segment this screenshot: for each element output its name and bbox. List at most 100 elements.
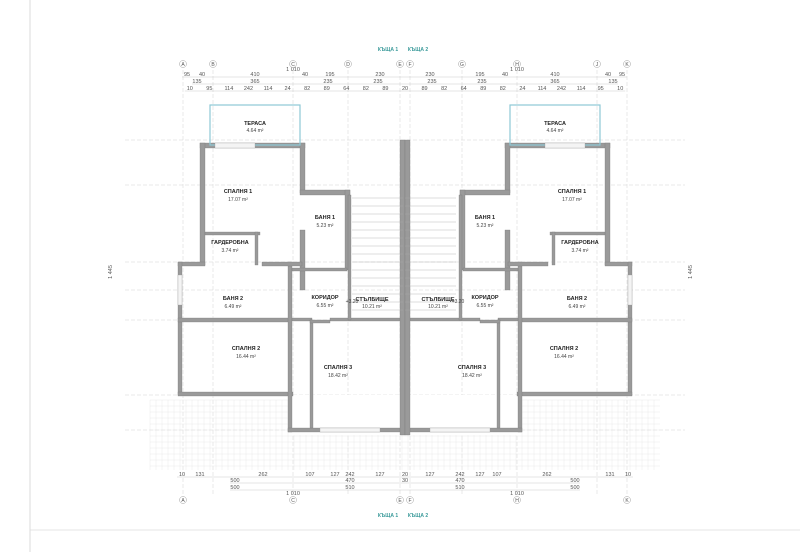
dimension-top: 24 xyxy=(519,86,525,92)
wall xyxy=(177,391,294,397)
wall xyxy=(504,142,511,194)
dimension-top: 10 xyxy=(187,86,193,92)
room-bathroom-1: БАНЯ 1 xyxy=(315,215,335,221)
level-mark: +3.20 xyxy=(452,299,465,305)
room-area: 18.42 m² xyxy=(328,373,348,379)
room-staircase: СТЪЛБИЩЕ xyxy=(355,297,388,303)
room-area: 6.55 m² xyxy=(477,303,494,309)
wall xyxy=(329,317,406,322)
dimension-top: 230 xyxy=(375,72,384,78)
wall xyxy=(458,194,463,321)
house-2-labels: ТЕРАСА 4.64 m² СПАЛНЯ 1 17.07 m² БАНЯ 1 … xyxy=(421,121,598,379)
dimension-top: 135 xyxy=(192,79,201,85)
dimension-bottom: 500 xyxy=(570,478,579,484)
wall xyxy=(459,189,511,196)
room-area: 4.64 m² xyxy=(547,128,564,134)
axis-label: C xyxy=(291,62,295,68)
dimension-top: 114 xyxy=(225,86,234,92)
wall xyxy=(517,261,523,433)
dimension-top: 135 xyxy=(608,79,617,85)
house-label-bottom: КЪЩА 2 xyxy=(408,513,428,519)
dimension-bottom: 127 xyxy=(475,472,484,478)
axis-label: G xyxy=(460,62,464,68)
axis-marker xyxy=(593,60,601,68)
dimension-bottom: 107 xyxy=(492,472,501,478)
wall xyxy=(497,317,519,322)
dimension-top: 95 xyxy=(206,86,212,92)
dimension-top: 235 xyxy=(427,79,436,85)
level-mark: +3.20 xyxy=(346,299,359,305)
axis-label: D xyxy=(346,62,350,68)
dimension-top: 64 xyxy=(461,86,467,92)
room-area: 6.55 m² xyxy=(317,303,334,309)
dimension-bottom: 10 xyxy=(179,472,185,478)
axis-label: A xyxy=(181,498,185,504)
dimension-top: 242 xyxy=(557,86,566,92)
dimension-overall: 1 010 xyxy=(510,67,524,73)
dimension-bottom: 131 xyxy=(195,472,204,478)
dimension-top: 410 xyxy=(550,72,559,78)
wall xyxy=(549,231,606,236)
dimension-top: 40 xyxy=(502,72,508,78)
room-bedroom-3: СПАЛНЯ 3 xyxy=(324,365,352,371)
room-corridor: КОРИДОР xyxy=(471,295,498,301)
walls xyxy=(177,104,633,436)
dimension-top: 114 xyxy=(264,86,273,92)
dimension-top: 24 xyxy=(285,86,291,92)
dimension-top: 89 xyxy=(382,86,388,92)
dimension-top: 10 xyxy=(617,86,623,92)
room-area: 16.44 m² xyxy=(554,354,574,360)
dimension-bottom: 127 xyxy=(375,472,384,478)
dimension-bottom: 10 xyxy=(625,472,631,478)
dimension-top: 82 xyxy=(304,86,310,92)
axis-marker xyxy=(513,60,521,68)
room-bedroom-2: СПАЛНЯ 2 xyxy=(232,346,260,352)
wall xyxy=(516,391,633,397)
wall xyxy=(504,229,511,291)
dimension-top: 40 xyxy=(199,72,205,78)
dimension-top: 235 xyxy=(323,79,332,85)
dimension-bottom: 470 xyxy=(455,478,464,484)
room-bedroom-1: СПАЛНЯ 1 xyxy=(558,189,586,195)
wall xyxy=(287,261,293,433)
room-wardrobe: ГАРДЕРОБНА xyxy=(211,240,248,246)
house-label-top: КЪЩА 2 xyxy=(408,47,428,53)
dimension-top: 114 xyxy=(577,86,586,92)
house-label-bottom: КЪЩА 1 xyxy=(378,513,398,519)
room-area: 6.49 m² xyxy=(569,304,586,310)
dimension-top: 242 xyxy=(244,86,253,92)
axis-label: C xyxy=(291,498,295,504)
dimension-top: 235 xyxy=(477,79,486,85)
axis-label: F xyxy=(408,62,411,68)
room-area: 3.74 m² xyxy=(572,248,589,254)
dimension-top: 64 xyxy=(343,86,349,92)
dimension-bottom: 127 xyxy=(425,472,434,478)
dimension-top: 365 xyxy=(550,79,559,85)
axis-marker xyxy=(179,60,187,68)
dimension-top: 410 xyxy=(250,72,259,78)
dimension-bottom: 127 xyxy=(330,472,339,478)
axis-label: H xyxy=(515,62,519,68)
room-bathroom-2: БАНЯ 2 xyxy=(223,296,243,302)
dimension-bottom: 30 xyxy=(402,478,408,484)
axis-marker xyxy=(209,60,217,68)
dimension-bottom: 500 xyxy=(570,485,579,491)
dimension-overall: 1 010 xyxy=(286,67,300,73)
axis-label: K xyxy=(625,62,629,68)
axis-label: E xyxy=(398,498,402,504)
axis-marker xyxy=(458,60,466,68)
dimension-bottom: 242 xyxy=(345,472,354,478)
room-bathroom-1: БАНЯ 1 xyxy=(475,215,495,221)
wall xyxy=(496,319,501,429)
axis-marker xyxy=(289,60,297,68)
dimension-top: 89 xyxy=(324,86,330,92)
wall xyxy=(399,139,406,436)
dimension-bottom: 500 xyxy=(230,485,239,491)
wall xyxy=(261,261,303,267)
dimension-overall: 1 010 xyxy=(510,491,524,497)
wall xyxy=(462,267,519,272)
window xyxy=(429,427,491,433)
dimension-top: 230 xyxy=(425,72,434,78)
